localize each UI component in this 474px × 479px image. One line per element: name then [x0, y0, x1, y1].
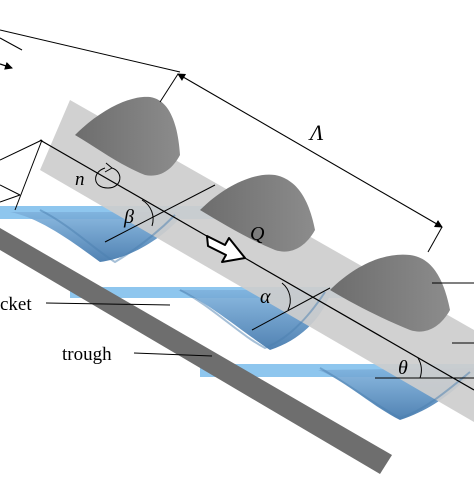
screw-outline-lines	[0, 139, 43, 211]
trough-label: trough	[62, 344, 112, 365]
lambda-dimension	[0, 29, 443, 253]
flow-arrow: Q	[206, 223, 265, 263]
flow-label: Q	[250, 223, 265, 245]
rotation-label: n	[75, 169, 85, 190]
screw-shaft	[40, 100, 474, 422]
beta-label: β	[123, 206, 134, 228]
lambda-label: Λ	[308, 120, 324, 145]
trough-bar	[0, 228, 392, 474]
alpha-label: α	[260, 286, 271, 308]
theta-label: θ	[398, 357, 408, 379]
callouts: cket trough	[0, 282, 474, 365]
bucket-label: cket	[0, 294, 32, 315]
rotation-indicator: n	[75, 162, 121, 190]
angle-lines	[104, 184, 474, 379]
screw-axis-line	[39, 139, 474, 391]
